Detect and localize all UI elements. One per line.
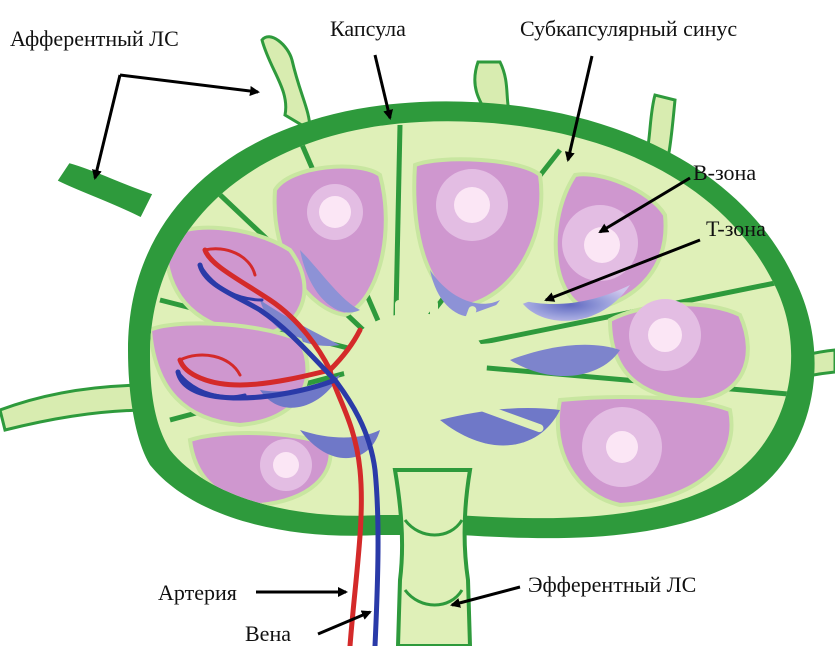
vein-label: Вена [245, 621, 291, 646]
efferent-vessel [395, 470, 470, 646]
afferent-label: Афферентный ЛС [10, 26, 179, 51]
t-zone-label: T-зона [706, 216, 766, 241]
efferent-label: Эфферентный ЛС [528, 572, 696, 597]
artery-label: Артерия [158, 580, 237, 605]
b-zone-label: B-зона [693, 160, 756, 185]
subcapsular-sinus-label: Субкапсулярный синус [520, 16, 737, 41]
capsule-label: Капсула [330, 16, 406, 41]
